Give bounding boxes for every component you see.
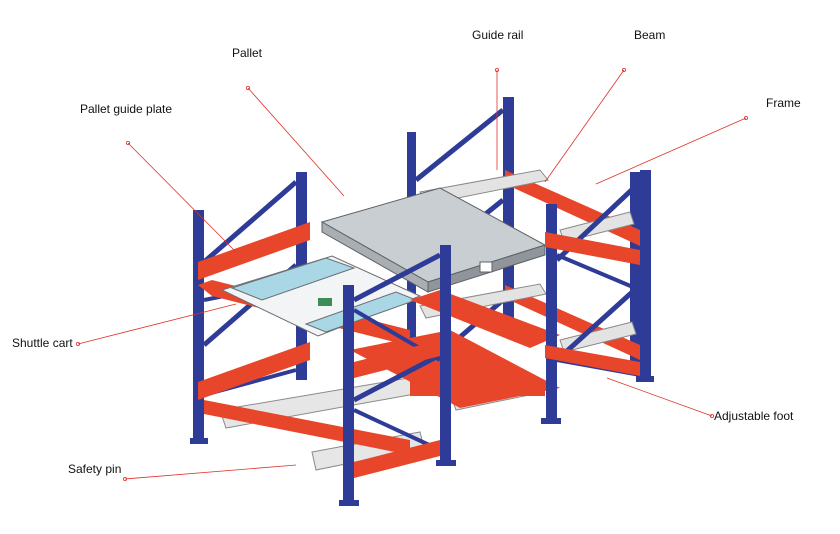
beam (545, 345, 640, 376)
label-safety-pin: Safety pin (68, 462, 122, 476)
adjustable-foot (436, 460, 456, 466)
upright (503, 97, 514, 329)
adjustable-foot (541, 418, 561, 424)
right-frame (541, 170, 654, 424)
beam (354, 340, 440, 378)
label-pallet-guide-plate: Pallet guide plate (80, 102, 173, 116)
front-frame (339, 245, 456, 506)
upright (640, 170, 651, 380)
leader-pallet (247, 87, 345, 197)
upright (440, 245, 451, 463)
label-adjustable-foot: Adjustable foot (714, 409, 794, 423)
beam (545, 232, 640, 265)
label-pallet: Pallet (232, 46, 263, 60)
beam (410, 380, 545, 396)
leader-lines (76, 68, 749, 481)
leader-beam (544, 69, 625, 183)
label-guide-rail: Guide rail (472, 28, 524, 42)
adjustable-foot (190, 438, 208, 444)
shuttle-panel (230, 257, 356, 301)
label-beam: Beam (634, 28, 666, 42)
guide-rail (559, 321, 637, 353)
adjustable-foot (636, 376, 654, 382)
upright (193, 210, 204, 442)
leader-frame (595, 117, 747, 185)
beam (204, 400, 410, 455)
adjustable-foot (339, 500, 359, 506)
leader-adjustable-foot (606, 377, 713, 417)
upright (630, 172, 641, 372)
label-shuttle-cart: Shuttle cart (12, 336, 73, 350)
upright (546, 204, 557, 422)
upright (343, 285, 354, 503)
leader-shuttle-cart (77, 303, 237, 345)
beam (354, 440, 440, 478)
label-frame: Frame (766, 96, 801, 110)
leader-safety-pin (124, 464, 297, 480)
beam (198, 222, 310, 280)
leader-pallet-guide-plate (127, 142, 237, 253)
beam (198, 342, 310, 400)
